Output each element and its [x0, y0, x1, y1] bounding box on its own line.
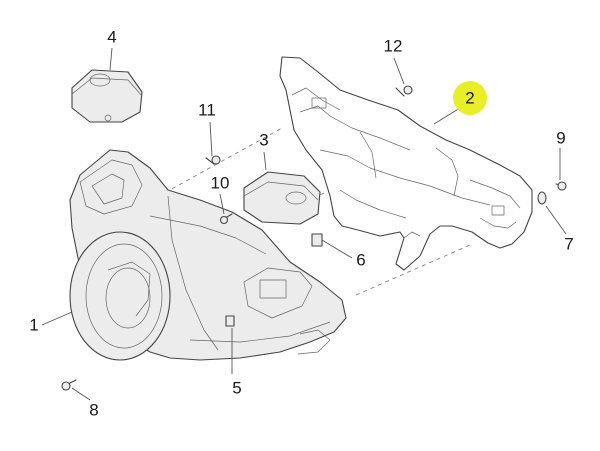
label-part-6: 6	[356, 250, 365, 269]
highlight-circle	[453, 81, 487, 115]
screw-10	[219, 213, 233, 225]
label-part-7: 7	[564, 234, 573, 253]
clip-5	[225, 315, 235, 327]
label-part-9: 9	[556, 128, 565, 147]
label-part-1: 1	[29, 315, 38, 334]
washer-7	[537, 191, 547, 205]
screw-8	[61, 379, 77, 391]
top-cap	[71, 69, 143, 123]
label-part-10: 10	[211, 173, 230, 192]
label-part-11: 11	[198, 100, 216, 119]
label-part-3: 3	[259, 130, 268, 149]
screw-9	[555, 181, 567, 191]
screw-11	[205, 155, 221, 165]
front-handlebar-cover	[69, 149, 347, 361]
hardware	[61, 85, 567, 391]
rear-handlebar-cover-highlighted	[279, 56, 533, 271]
small-cover	[243, 171, 321, 225]
screw-12	[395, 85, 413, 97]
leader-lines	[41, 47, 567, 401]
label-part-8: 8	[89, 400, 98, 419]
label-part-12: 12	[384, 36, 403, 55]
label-part-2: 2	[465, 88, 474, 107]
label-part-4: 4	[107, 27, 116, 46]
highlighted-part-body	[279, 56, 533, 271]
part-labels: 1 2 3 4 5 6 7 8 9 10 11 12	[29, 27, 573, 419]
clip-6	[311, 233, 323, 247]
label-part-5: 5	[232, 378, 241, 397]
